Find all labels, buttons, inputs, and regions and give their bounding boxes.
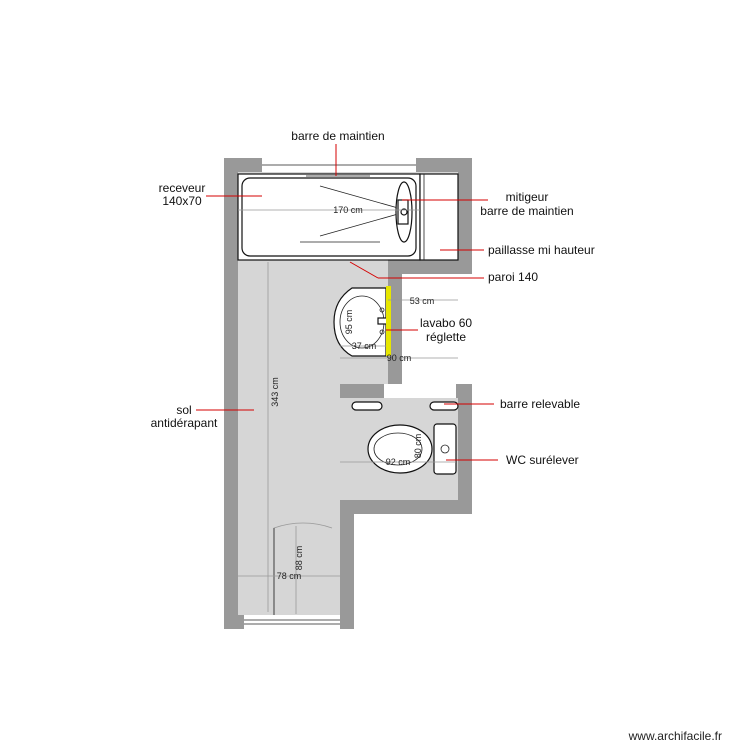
shower-tray-inner [241,177,417,257]
label-paillasse: paillasse mi hauteur [488,243,595,257]
dim-text-92: 92 cm [386,457,411,467]
barre-relevable-right [429,401,459,411]
label-sol: sol [176,403,191,417]
wc-flush [440,444,450,454]
dim-text-90: 90 cm [387,353,412,363]
label-receveur: receveur [159,181,206,195]
lavabo-tap-right [379,329,385,335]
dim-text-53: 53 cm [410,296,435,306]
wc-seat [373,432,423,466]
label-receveur-size: 140x70 [162,194,202,208]
dim-text-343: 343 cm [270,377,280,407]
reglette-strip [386,286,391,356]
dim-text-170: 170 cm [333,205,363,215]
watermark: www.archifacile.fr [628,729,722,743]
label-wc: WC surélever [506,453,579,467]
door-opening [244,615,340,629]
door-swing [273,522,333,615]
label-mitigeur: mitigeur [506,190,549,204]
label-mitigeur-barre: barre de maintien [480,204,573,218]
label-paroi: paroi 140 [488,270,538,284]
seat-line-2 [319,213,399,237]
partition-opening [384,384,456,398]
label-sol-antiderapant: antidérapant [151,416,218,430]
label-barre-relevable: barre relevable [500,397,580,411]
lavabo-tap-left [379,307,385,313]
dim-text-80: 80 cm [413,434,423,459]
dim-text-88: 88 cm [294,546,304,571]
barre-relevable-left [351,401,383,411]
lavabo-basin [333,287,387,357]
seat-line-1 [319,185,399,209]
label-lavabo: lavabo 60 [420,316,472,330]
leader-paroi-a [349,261,379,279]
dim-text-37: 37 cm [352,341,377,351]
dim-text-78: 78 cm [277,571,302,581]
label-barre-maintien: barre de maintien [291,129,384,143]
paillasse [419,173,459,261]
label-reglette: réglette [426,330,466,344]
dim-text-95: 95 cm [344,310,354,335]
mitigeur-knob [400,208,408,216]
wc-bowl [367,424,433,474]
wc-tank [433,423,457,475]
